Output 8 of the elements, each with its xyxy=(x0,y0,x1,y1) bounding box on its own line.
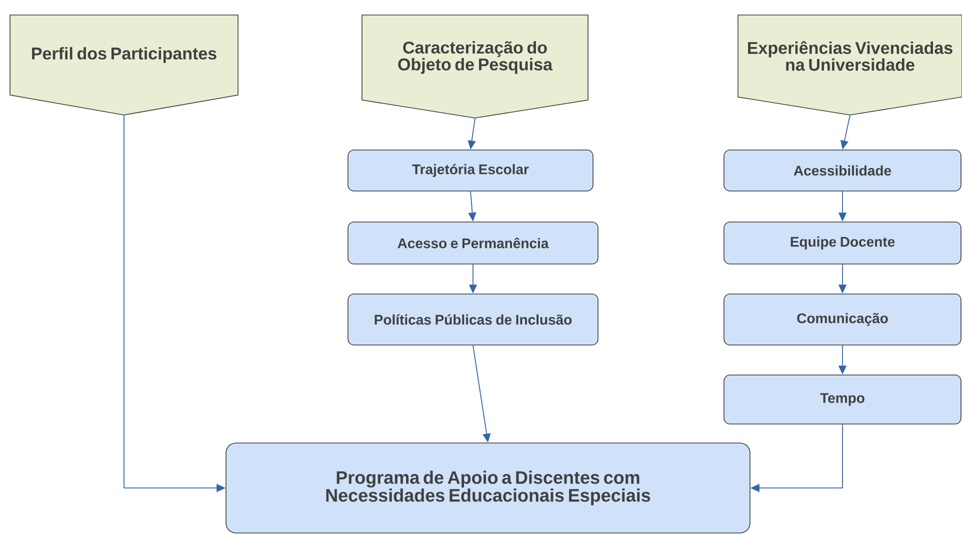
process-box: Políticas Públicas de Inclusão xyxy=(348,294,598,346)
process-box: Tempo xyxy=(724,374,962,424)
process-box: Comunicação xyxy=(724,294,962,346)
process-box: Acesso e Permanência xyxy=(348,222,598,264)
process-box: Equipe Docente xyxy=(724,222,962,264)
process-box: Trajetória Escolar xyxy=(348,150,594,192)
process-box: Acessibilidade xyxy=(724,150,962,192)
process-box: Programa de Apoio a Discentes com Necessidades Educacionais Especiais xyxy=(226,442,750,534)
